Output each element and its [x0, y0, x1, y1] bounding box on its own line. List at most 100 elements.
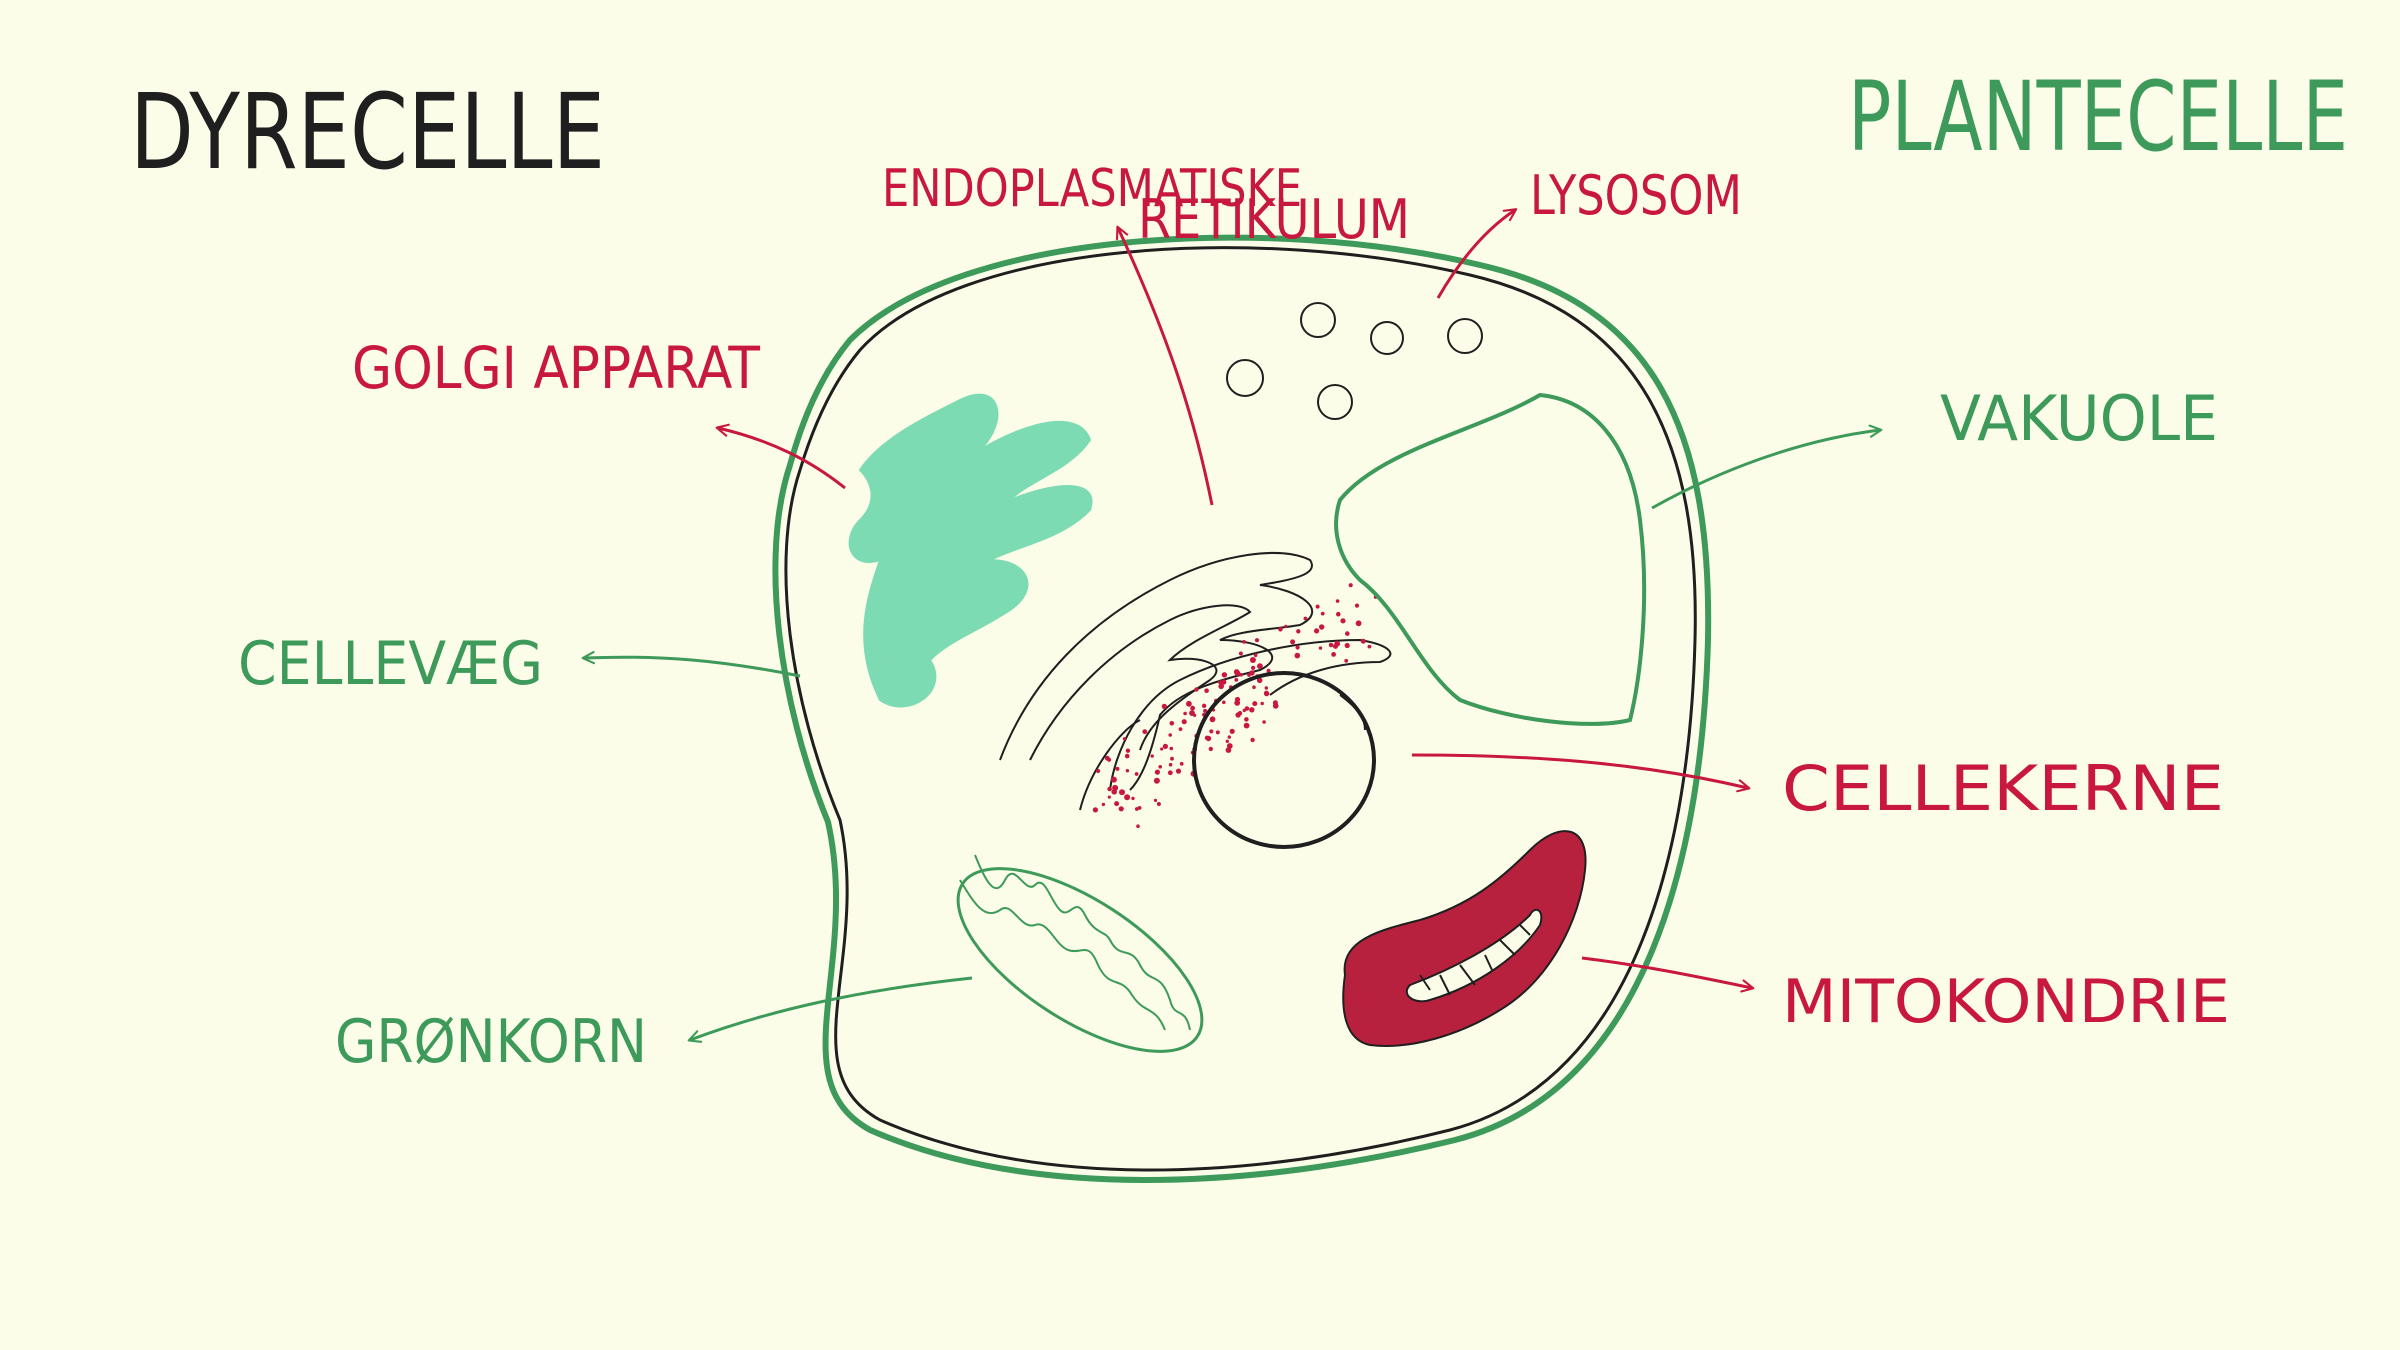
ribosome-dot: [1251, 665, 1256, 671]
ribosome-dot: [1331, 652, 1336, 657]
ribosome-dot: [1119, 789, 1125, 796]
ribosome-dot: [1266, 668, 1271, 674]
ribosome-dot: [1318, 646, 1323, 650]
ribosome-dot: [1136, 824, 1140, 828]
ribosome-dot: [1107, 786, 1112, 792]
mitochondrion: [1342, 830, 1587, 1047]
ribosome-dot: [1314, 628, 1320, 634]
ribosome-dot: [1194, 687, 1199, 692]
ribosome-dot: [1150, 754, 1154, 758]
ribosome-dot: [1252, 701, 1258, 707]
ribosome-dot: [1344, 642, 1350, 649]
mitochondrion-label: MITOKONDRIE: [1782, 967, 2230, 1037]
ribosome-dot: [1221, 679, 1227, 685]
ribosome-dot: [1295, 645, 1300, 650]
ribosome-dot: [1290, 639, 1296, 645]
ribosome-dot: [1284, 624, 1288, 628]
ribosome-dot: [1249, 657, 1256, 663]
nucleus-arrow: [1411, 753, 1751, 793]
cell-membrane: [784, 246, 1697, 1172]
ribosome-dot: [1260, 701, 1264, 706]
ribosome-dot: [1175, 768, 1182, 774]
ribosome-dot: [1170, 756, 1174, 761]
ribosome-dot: [1333, 643, 1338, 649]
plant-cell-title: PLANTECELLE: [1848, 61, 2348, 173]
golgi-arrow: [715, 423, 846, 490]
ribosome-dot: [1278, 627, 1283, 632]
mitochondrion-arrow: [1581, 956, 1755, 993]
ribosome-dot: [1209, 729, 1214, 734]
ribosome-dot: [1131, 796, 1135, 801]
lysosome-label: LYSOSOM: [1530, 164, 1742, 227]
ribosome-dot: [1124, 753, 1130, 759]
cell-wall: [772, 234, 1712, 1183]
ribosome-dot: [1235, 712, 1241, 718]
ribosome-dot: [1336, 611, 1341, 617]
ribosome-dot: [1104, 755, 1110, 761]
ribosome-dot: [1101, 802, 1106, 807]
ribosome-dot: [1272, 703, 1279, 709]
er-label-line2: RETIKULUM: [1138, 188, 1410, 251]
ribosome-dot: [1229, 728, 1235, 734]
ribosome-dot: [1244, 717, 1249, 722]
ribosome-dot: [1335, 599, 1340, 603]
ribosome-dot: [1234, 696, 1241, 703]
ribosome-dot: [1244, 706, 1250, 711]
ribosome-dot: [1125, 769, 1130, 773]
ribosome-dot: [1319, 624, 1325, 630]
ribosome-dot: [1169, 721, 1175, 726]
ribosome-dot: [1328, 642, 1334, 648]
ribosome-dot: [1348, 583, 1353, 588]
ribosome-dot: [1249, 707, 1255, 713]
ribosome-dot: [1239, 672, 1243, 677]
ribosome-dot: [1215, 730, 1220, 735]
ribosome-dot: [1118, 806, 1124, 812]
ribosome-dot: [1253, 653, 1258, 657]
ribosome-dot: [1234, 678, 1239, 682]
ribosome-dot: [1242, 640, 1246, 644]
ribosome-dot: [1162, 743, 1168, 750]
cell-wall-arrow: [581, 650, 801, 678]
ribosome-dot: [1340, 618, 1346, 624]
lysosomes: [1226, 302, 1483, 420]
ribosome-dot: [1203, 708, 1208, 713]
ribosome-dot: [1096, 768, 1101, 774]
ribosome-dot: [1189, 710, 1195, 716]
ribosome-dot: [1320, 611, 1325, 616]
ribosome-dot: [1115, 766, 1120, 771]
ribosome-dot: [1208, 746, 1214, 752]
ribosome-dot: [1124, 794, 1131, 801]
er-label-line1: ENDOPLASMATISKE: [882, 159, 1302, 219]
ribosome-dot: [1234, 670, 1241, 676]
ribosome-dot: [1169, 746, 1174, 751]
ribosome-dot: [1204, 688, 1209, 693]
ribosome-dot: [1142, 729, 1148, 735]
animal-cell-title: DYRECELLE: [130, 71, 605, 193]
ribosome-dot: [1238, 651, 1243, 656]
ribosome-dot: [1153, 798, 1158, 803]
ribosome-dot: [1153, 777, 1160, 784]
ribosome-dot: [1178, 727, 1183, 731]
ribosome-dot: [1243, 722, 1250, 729]
ribosome-dot: [1111, 789, 1117, 795]
ribosome-dot: [1107, 795, 1111, 799]
ribosome-dot: [1186, 700, 1192, 707]
ribosome-dot: [1179, 761, 1184, 766]
cell-wall-label: CELLEVÆG: [238, 629, 543, 699]
ribosome-dot: [1247, 673, 1251, 677]
ribosome-dot: [1125, 748, 1131, 753]
ribosome-dot: [1257, 663, 1263, 669]
nucleus: [1192, 671, 1376, 849]
ribosome-dot: [1154, 769, 1160, 775]
chloroplast-label: GRØNKORN: [335, 1007, 647, 1077]
ribosome-dot: [1367, 644, 1372, 649]
ribosome-dot: [1345, 631, 1350, 636]
ribosome-dot: [1221, 672, 1228, 678]
ribosome-dot: [1205, 735, 1212, 742]
vacuole-label: VAKUOLE: [1940, 382, 2218, 455]
ribosome-dot: [1315, 604, 1320, 609]
ribosome-dot: [1344, 658, 1349, 663]
ribosome-dot: [1122, 737, 1126, 741]
ribosome-dot: [1167, 770, 1173, 776]
